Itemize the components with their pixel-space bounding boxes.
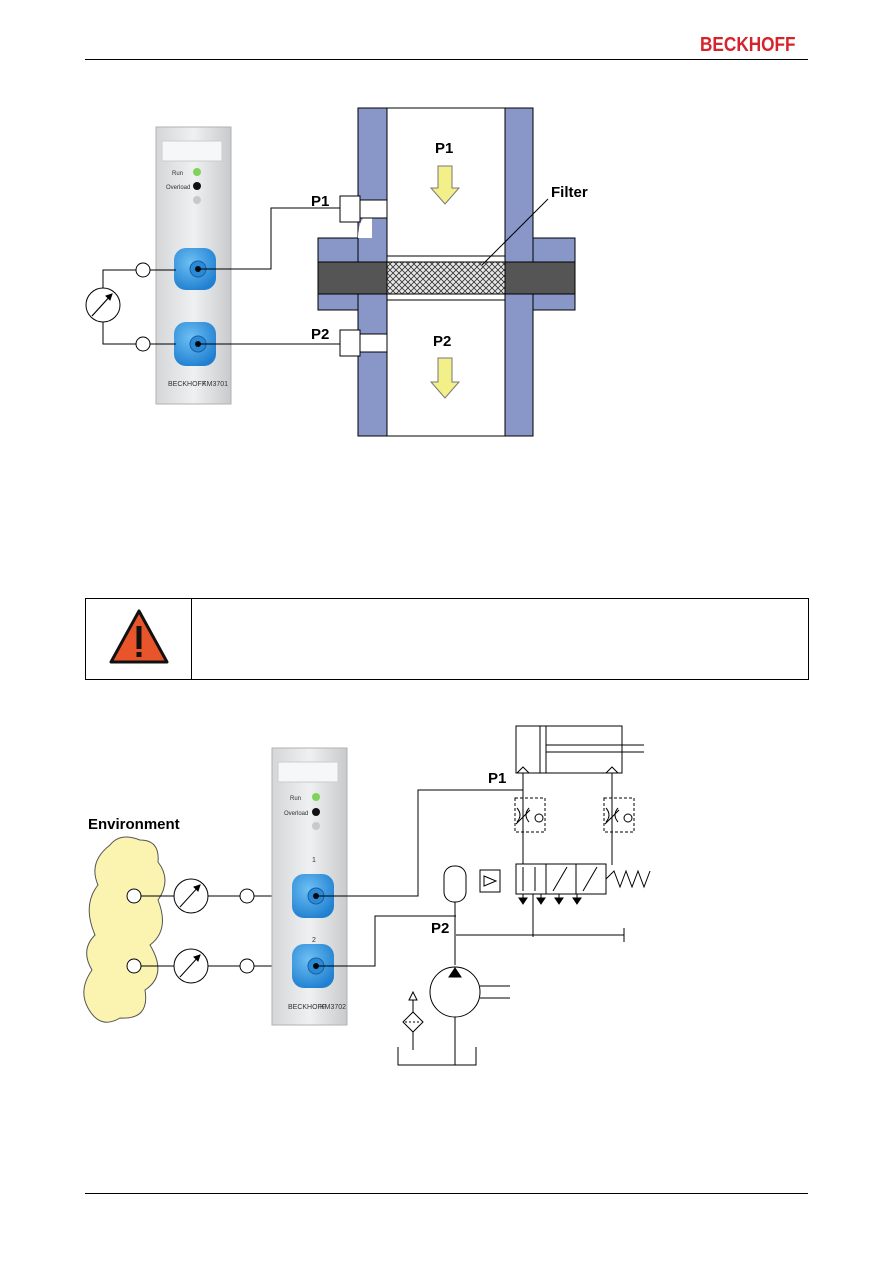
- tube-p2: [316, 915, 456, 967]
- label-p2-flow: P2: [433, 333, 451, 350]
- overload-led-icon: [193, 182, 201, 190]
- bus-terminal-module-2: Run Overload 1 2 BECKHOFF KM3702: [271, 747, 348, 1026]
- hydraulic-schematic: [397, 725, 651, 1066]
- figure-hydraulic-measurement: Environment Run Overload 1 2: [83, 725, 651, 1066]
- environment-cloud: [83, 836, 166, 1023]
- port2-label: 2: [312, 937, 316, 944]
- pipe-with-filter: [317, 107, 576, 437]
- footer-rule: [85, 1193, 808, 1194]
- tube-p1: [198, 207, 340, 270]
- overload-led-label: Overload: [166, 185, 190, 191]
- differential-gauge: [85, 262, 176, 352]
- module-type: KM3702: [320, 1004, 346, 1011]
- module-brand: BECKHOFF: [288, 1004, 326, 1011]
- label-p1-flow: P1: [435, 140, 453, 157]
- module-brand: BECKHOFF: [168, 381, 206, 388]
- label-p2-port: P2: [311, 326, 329, 343]
- run-led-label: Run: [172, 171, 183, 177]
- run-led-icon: [312, 793, 320, 801]
- run-led-icon: [193, 168, 201, 176]
- figure-filter-measurement: Run Overload BECKHOFF KM3701: [85, 107, 588, 437]
- header-rule: [85, 59, 808, 60]
- module-type: KM3701: [202, 381, 228, 388]
- gauge-circuit: [126, 878, 295, 984]
- overload-led-icon: [312, 808, 320, 816]
- label-p2: P2: [431, 920, 449, 937]
- warning-divider: [191, 599, 192, 679]
- beckhoff-logo: BECKHOFF: [700, 34, 796, 56]
- label-filter: Filter: [551, 184, 588, 201]
- label-p1-port: P1: [311, 193, 329, 210]
- port1-label: 1: [312, 857, 316, 864]
- overload-led-label: Overload: [284, 811, 308, 817]
- label-p1: P1: [488, 770, 506, 787]
- warning-triangle-icon: [109, 609, 169, 664]
- warning-box: [85, 598, 809, 680]
- run-led-label: Run: [290, 796, 301, 802]
- bus-terminal-module: Run Overload BECKHOFF KM3701: [155, 126, 232, 405]
- label-environment: Environment: [88, 816, 180, 833]
- tube-p1: [316, 789, 523, 897]
